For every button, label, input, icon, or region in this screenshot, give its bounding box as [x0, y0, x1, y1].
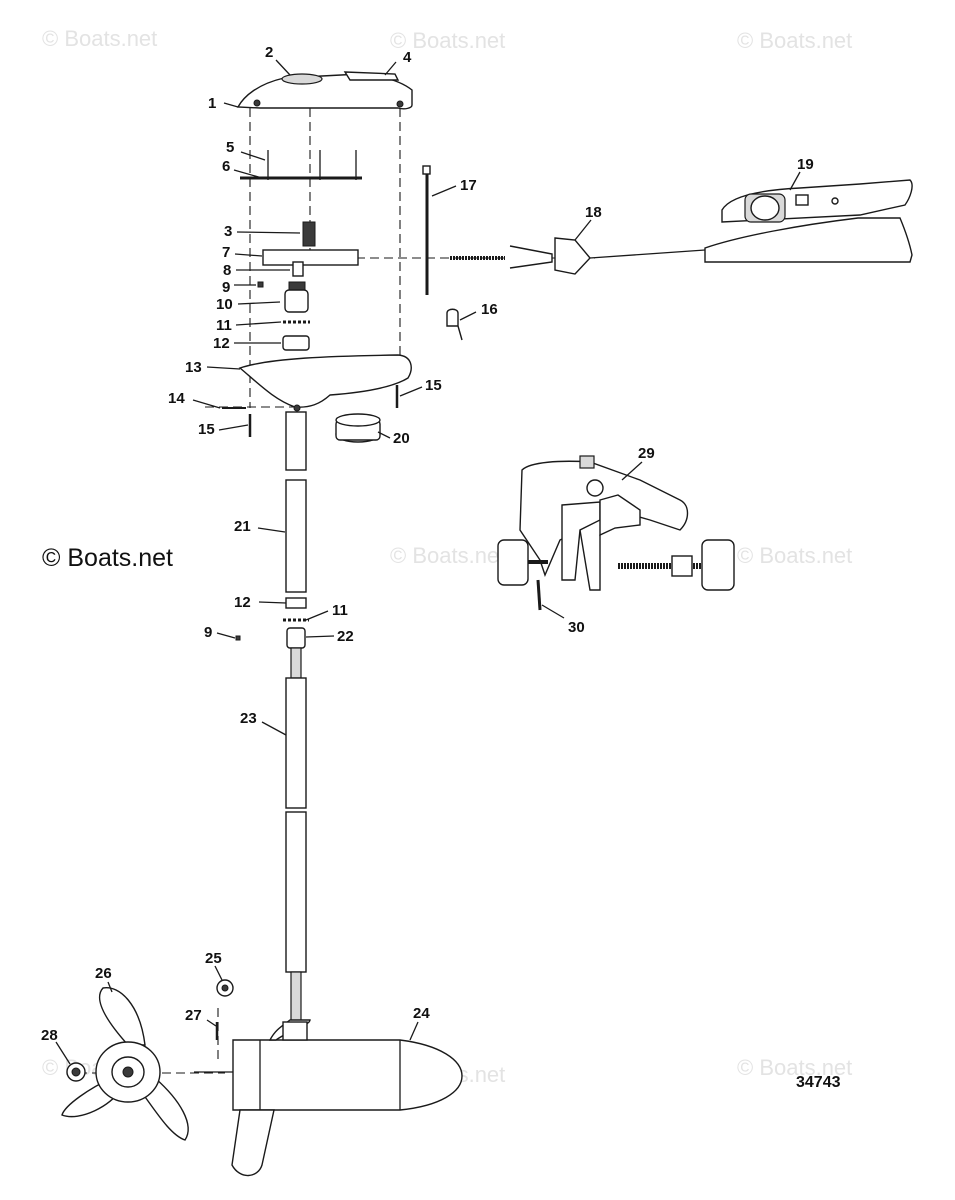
part-label: 9 [204, 624, 212, 641]
top-cover [236, 71, 413, 110]
part-label: 27 [185, 1007, 202, 1024]
part-label: 16 [481, 301, 498, 318]
watermark: © Boats.net [737, 1055, 853, 1080]
part-label: 18 [585, 204, 602, 221]
trolling-motor [194, 1019, 463, 1177]
clamp-pin [536, 579, 542, 611]
part-label: 19 [797, 156, 814, 173]
part-label: 1 [208, 95, 216, 112]
part-label: 23 [240, 710, 257, 727]
figure-number: 34743 [796, 1074, 841, 1091]
copyright-notice: © Boats.net [42, 544, 173, 572]
part-label: 11 [216, 317, 232, 334]
part-label: 9 [222, 279, 230, 296]
part-label: 5 [226, 139, 234, 156]
foot-pedal-assembly [450, 179, 913, 275]
part-label: 12 [234, 594, 251, 611]
part-label: 20 [393, 430, 410, 447]
part-label: 4 [403, 49, 412, 66]
watermark: © Boats.net [42, 26, 158, 51]
part-label: 17 [460, 177, 477, 194]
part-label: 25 [205, 950, 222, 967]
part-label: 26 [95, 965, 112, 982]
pin-and-screws [222, 385, 399, 437]
watermark: © Boats.net [737, 28, 853, 53]
part-label: 11 [332, 602, 348, 619]
shaft-assembly [235, 411, 309, 1025]
watermark: © Boats.net [390, 543, 506, 568]
lower-housing [238, 354, 412, 412]
watermark: © Boats.net [390, 28, 506, 53]
part-number-labels: 1 2 3 4 5 6 7 8 9 10 11 12 13 14 15 15 1… [41, 44, 814, 1044]
part-label: 15 [198, 421, 215, 438]
watermark: © Boats.net [737, 543, 853, 568]
part-label: 24 [413, 1005, 430, 1022]
screws-and-gasket [240, 150, 362, 180]
part-label: 15 [425, 377, 442, 394]
part-label: 13 [185, 359, 202, 376]
part-label: 12 [213, 335, 230, 352]
clamp-bracket [497, 455, 735, 591]
clip [446, 308, 463, 341]
part-label: 30 [568, 619, 585, 636]
small-hardware [66, 979, 234, 1082]
part-label: 10 [216, 296, 233, 313]
part-label: 14 [168, 390, 185, 407]
part-label: 3 [224, 223, 232, 240]
part-label: 7 [222, 244, 230, 261]
part-label: 21 [234, 518, 251, 535]
part-label: 29 [638, 445, 655, 462]
leader-lines [55, 59, 801, 1065]
part-label: 28 [41, 1027, 58, 1044]
part-label: 22 [337, 628, 354, 645]
cable-tie [422, 165, 431, 295]
steering-head-stack [257, 221, 359, 351]
collar [335, 413, 381, 443]
part-label: 2 [265, 44, 273, 61]
part-label: 8 [223, 262, 231, 279]
propeller [61, 987, 189, 1141]
part-label: 6 [222, 158, 230, 175]
